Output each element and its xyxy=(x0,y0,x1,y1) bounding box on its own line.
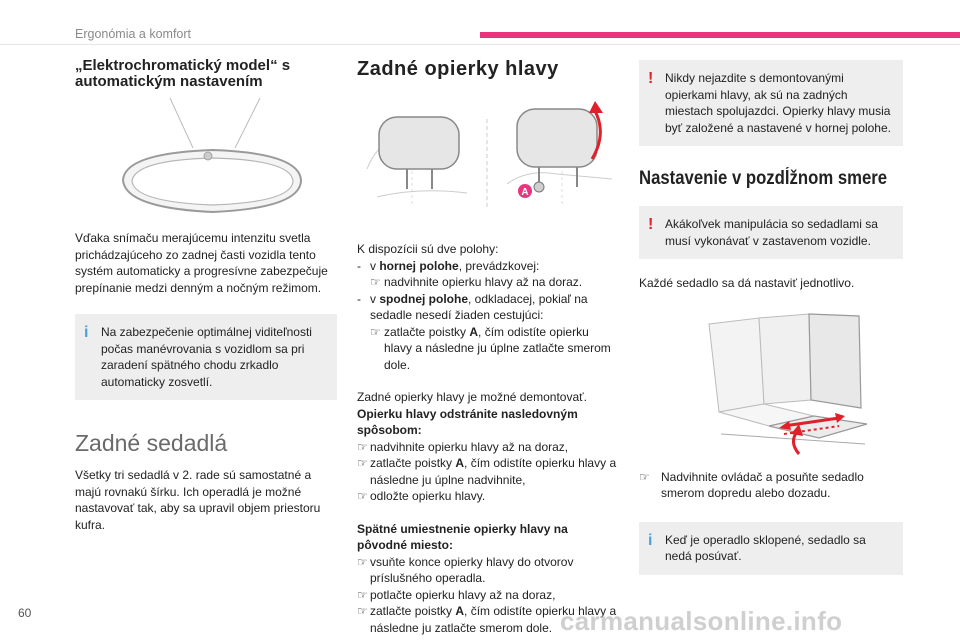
remove-title: Opierku hlavy odstránite nasledovným spô… xyxy=(357,406,578,438)
header-accent-bar xyxy=(480,32,960,38)
arrow-bullet-icon: ☞ xyxy=(639,469,650,484)
column-middle: Zadné opierky hlavy A K dispozícii sú dv… xyxy=(357,58,619,636)
rear-seats-title: Zadné sedadlá xyxy=(75,430,228,456)
remove-list: ☞ nadvihnite opierku hlavy až na doraz, … xyxy=(357,439,619,505)
arrow-bullet-icon: ☞ xyxy=(357,604,368,618)
list-item: ☞ potlačte opierku hlavy až na doraz, xyxy=(357,587,556,602)
list-item: ☞ Nadvihnite ovládač a posuňte sedadlo s… xyxy=(639,469,864,501)
warning-icon: ! xyxy=(648,216,654,233)
header-divider xyxy=(0,44,960,45)
individual-adjust-text: Každé sedadlo sa dá nastaviť jednotlivo. xyxy=(639,276,855,290)
slide-instruction-list: ☞ Nadvihnite ovládač a posuňte sedadlo s… xyxy=(639,469,903,502)
list-item: ☞ nadvihnite opierku hlavy až na doraz, xyxy=(357,439,569,454)
rear-view-mirror-illustration xyxy=(121,98,303,214)
page-number: 60 xyxy=(18,606,32,620)
warning-note-stopped: ! Akákoľvek manipulácia so sedadlami sa … xyxy=(639,206,903,259)
positions-intro: K dispozícii sú dve polohy: xyxy=(357,242,499,256)
arrow-bullet-icon: ☞ xyxy=(357,456,368,470)
arrow-bullet-icon: ☞ xyxy=(357,489,368,503)
list-item: ☞ zatlačte poistky A, čím odistíte opier… xyxy=(357,456,617,487)
info-icon: i xyxy=(84,324,89,341)
arrow-bullet-icon: ☞ xyxy=(357,587,368,602)
mirror-title: „Elektrochromatický model“ s automatický… xyxy=(75,57,291,90)
headrest-illustration: A xyxy=(366,101,613,207)
info-note-folded: i Keď je operadlo sklopené, sedadlo sa n… xyxy=(639,521,903,575)
arrow-bullet-icon: ☞ xyxy=(370,324,381,339)
info-icon: i xyxy=(648,531,653,549)
info-note-reverse: i Na zabezpečenie optimálnej viditeľnost… xyxy=(75,314,337,400)
section-header: Ergonómia a komfort xyxy=(75,27,192,41)
list-item: ☞ vsuňte konce opierky hlavy do otvorov … xyxy=(357,554,574,586)
rear-seat-slide-illustration xyxy=(708,312,868,455)
arrow-bullet-icon: ☞ xyxy=(357,554,368,569)
watermark: carmanualsonline.info xyxy=(560,606,843,636)
positions-list: - v hornej polohe, prevádzkovej: ☞ nadvi… xyxy=(357,258,619,374)
label-a: A xyxy=(521,187,528,198)
mirror-description: Vďaka snímaču merajúcemu intenzitu svetl… xyxy=(75,231,328,295)
refit-list: ☞ vsuňte konce opierky hlavy do otvorov … xyxy=(357,554,619,637)
list-item: ☞ nadvihnite opierku hlavy až na doraz. xyxy=(370,275,583,289)
rear-seats-description: Všetky tri sedadlá v 2. rade sú samostat… xyxy=(75,468,321,532)
info-note-text: Na zabezpečenie optimálnej viditeľnosti … xyxy=(101,325,312,389)
list-item: ☞ odložte opierku hlavy. xyxy=(357,489,486,503)
arrow-bullet-icon: ☞ xyxy=(357,439,368,454)
warning-note-headrests: ! Nikdy nejazdite s demontovanými opierk… xyxy=(639,60,903,146)
list-item: - v hornej polohe, prevádzkovej: xyxy=(357,258,540,273)
arrow-bullet-icon: ☞ xyxy=(370,275,381,289)
refit-title: Spätné umiestnenie opierky hlavy na pôvo… xyxy=(357,521,568,553)
longitudinal-title: Nastavenie v pozdĺžnom smere xyxy=(639,168,888,189)
list-item: - v spodnej polohe, odkladacej, pokiaľ n… xyxy=(357,291,588,323)
column-right: ! Nikdy nejazdite s demontovanými opierk… xyxy=(639,60,903,575)
list-item: ☞ zatlačte poistky A, čím odistíte opier… xyxy=(357,604,617,635)
warning-icon: ! xyxy=(648,70,654,87)
column-left: „Elektrochromatický model“ s automatický… xyxy=(75,58,337,533)
rear-headrests-title: Zadné opierky hlavy xyxy=(357,58,559,80)
removable-text: Zadné opierky hlavy je možné demontovať. xyxy=(357,390,587,404)
list-item: ☞ zatlačte poistky A, čím odistíte opier… xyxy=(370,324,611,372)
